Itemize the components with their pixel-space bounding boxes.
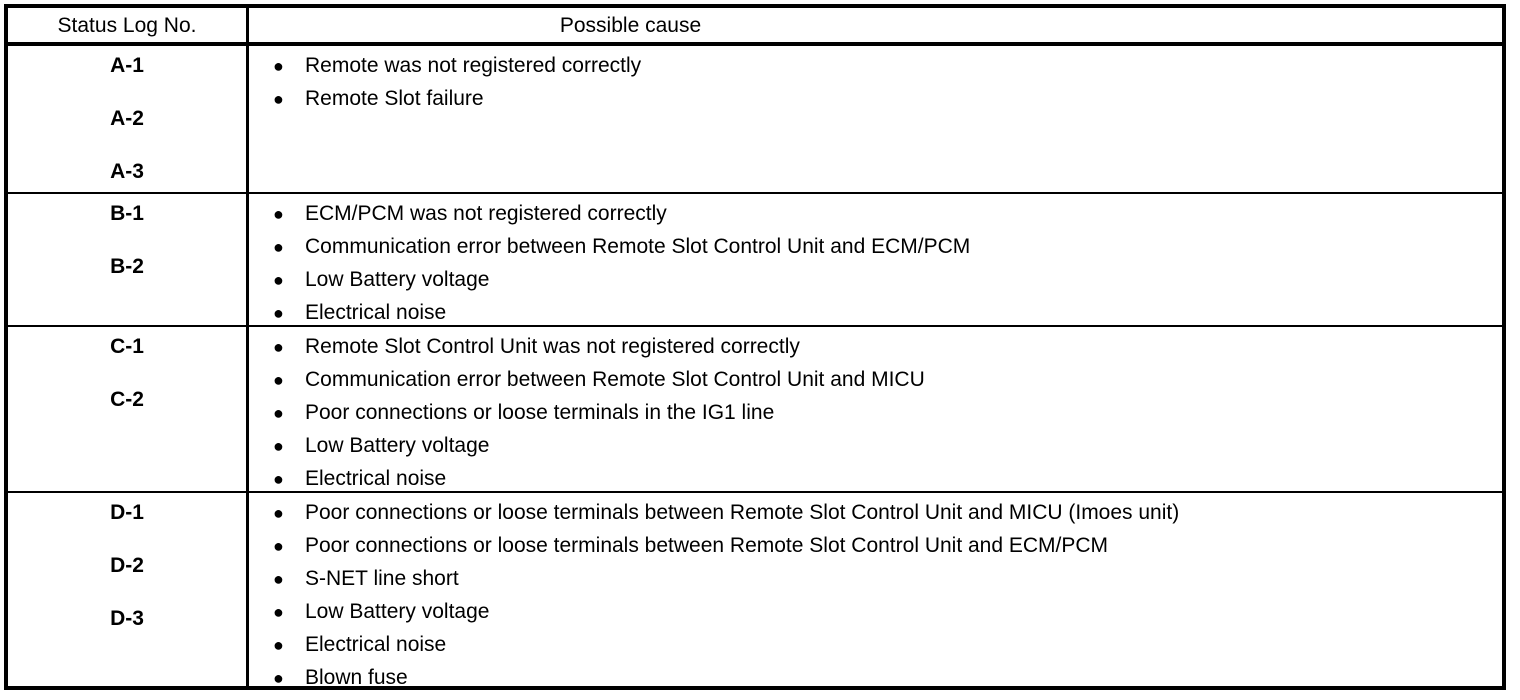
bullet-icon: ● <box>273 635 284 655</box>
bullet-icon: ● <box>273 270 284 290</box>
possible-cause-text: Remote Slot Control Unit was not registe… <box>305 335 800 358</box>
table-row: C-1 C-2 ● Remote Slot Control Unit was n… <box>8 327 1502 493</box>
status-code: A-1 <box>110 54 144 77</box>
table-row: A-1 A-2 A-3 ● Remote was not registered … <box>8 46 1502 194</box>
list-item: ● Remote Slot failure <box>271 87 1502 120</box>
status-code-list: B-1 B-2 <box>8 194 246 309</box>
bullet-icon: ● <box>273 668 284 688</box>
possible-cause-text: Poor connections or loose terminals in t… <box>305 401 775 424</box>
status-code: B-1 <box>110 202 144 225</box>
bullet-icon: ● <box>273 403 284 423</box>
list-item: ● Low Battery voltage <box>271 434 1502 467</box>
table-row: B-1 B-2 ● ECM/PCM was not registered cor… <box>8 194 1502 327</box>
possible-cause-list: ● ECM/PCM was not registered correctly ●… <box>249 194 1502 334</box>
status-code: A-3 <box>110 160 144 183</box>
list-item: ● Remote Slot Control Unit was not regis… <box>271 335 1502 368</box>
possible-cause-text: Poor connections or loose terminals betw… <box>305 534 1109 557</box>
status-code: C-1 <box>110 335 144 358</box>
bullet-icon: ● <box>273 303 284 323</box>
status-code: D-2 <box>110 554 144 577</box>
column-header-status-log-no-label: Status Log No. <box>57 13 197 37</box>
bullet-icon: ● <box>273 204 284 224</box>
table-row: D-1 D-2 D-3 ● Poor connections or loose … <box>8 493 1502 689</box>
bullet-icon: ● <box>273 469 284 489</box>
status-code: B-2 <box>110 255 144 278</box>
possible-cause-list: ● Poor connections or loose terminals be… <box>249 493 1502 699</box>
bullet-icon: ● <box>273 436 284 456</box>
possible-cause-text: Blown fuse <box>305 666 408 689</box>
status-code: A-2 <box>110 107 144 130</box>
list-item: ● Poor connections or loose terminals be… <box>271 534 1502 567</box>
list-item: ● Low Battery voltage <box>271 268 1502 301</box>
bullet-icon: ● <box>273 602 284 622</box>
possible-cause-text: Communication error between Remote Slot … <box>305 368 925 391</box>
possible-cause-cell: ● Remote Slot Control Unit was not regis… <box>249 327 1502 491</box>
column-header-possible-cause: Possible cause <box>249 8 1502 42</box>
status-code-list: A-1 A-2 A-3 <box>8 46 246 214</box>
list-item: ● Electrical noise <box>271 633 1502 666</box>
status-code-list: D-1 D-2 D-3 <box>8 493 246 661</box>
table-grid: Status Log No. Possible cause A-1 A-2 A-… <box>8 8 1502 689</box>
possible-cause-list: ● Remote Slot Control Unit was not regis… <box>249 327 1502 500</box>
status-code: C-2 <box>110 388 144 411</box>
bullet-icon: ● <box>273 237 284 257</box>
status-log-no-cell: D-1 D-2 D-3 <box>8 493 249 686</box>
list-item: ● Poor connections or loose terminals be… <box>271 501 1502 534</box>
possible-cause-text: Electrical noise <box>305 633 447 656</box>
possible-cause-text: Remote was not registered correctly <box>305 54 642 77</box>
table-header-row: Status Log No. Possible cause <box>8 8 1502 46</box>
bullet-icon: ● <box>273 56 284 76</box>
list-item: ● Communication error between Remote Slo… <box>271 235 1502 268</box>
bullet-icon: ● <box>273 89 284 109</box>
possible-cause-cell: ● Poor connections or loose terminals be… <box>249 493 1502 689</box>
list-item: ● Low Battery voltage <box>271 600 1502 633</box>
possible-cause-text: Low Battery voltage <box>305 434 490 457</box>
list-item: ● Blown fuse <box>271 666 1502 699</box>
status-log-no-cell: B-1 B-2 <box>8 194 249 325</box>
column-header-status-log-no: Status Log No. <box>8 8 249 42</box>
list-item: ● Electrical noise <box>271 301 1502 334</box>
status-code: D-1 <box>110 501 144 524</box>
possible-cause-text: Electrical noise <box>305 467 447 490</box>
list-item: ● ECM/PCM was not registered correctly <box>271 202 1502 235</box>
possible-cause-list: ● Remote was not registered correctly ● … <box>249 46 1502 120</box>
possible-cause-cell: ● ECM/PCM was not registered correctly ●… <box>249 194 1502 325</box>
possible-cause-text: Low Battery voltage <box>305 268 490 291</box>
bullet-icon: ● <box>273 370 284 390</box>
status-code: D-3 <box>110 607 144 630</box>
possible-cause-cell: ● Remote was not registered correctly ● … <box>249 46 1502 192</box>
list-item: ● Remote was not registered correctly <box>271 54 1502 87</box>
possible-cause-text: ECM/PCM was not registered correctly <box>305 202 667 225</box>
list-item: ● Communication error between Remote Slo… <box>271 368 1502 401</box>
possible-cause-text: Poor connections or loose terminals betw… <box>305 501 1180 524</box>
status-code-list: C-1 C-2 <box>8 327 246 442</box>
possible-cause-text: Low Battery voltage <box>305 600 490 623</box>
list-item: ● S-NET line short <box>271 567 1502 600</box>
status-log-table: Status Log No. Possible cause A-1 A-2 A-… <box>4 4 1506 690</box>
bullet-icon: ● <box>273 503 284 523</box>
bullet-icon: ● <box>273 536 284 556</box>
status-log-no-cell: A-1 A-2 A-3 <box>8 46 249 192</box>
possible-cause-text: Communication error between Remote Slot … <box>305 235 971 258</box>
column-header-possible-cause-label: Possible cause <box>559 13 702 37</box>
bullet-icon: ● <box>273 337 284 357</box>
list-item: ● Poor connections or loose terminals in… <box>271 401 1502 434</box>
possible-cause-text: Electrical noise <box>305 301 447 324</box>
bullet-icon: ● <box>273 569 284 589</box>
status-log-no-cell: C-1 C-2 <box>8 327 249 491</box>
possible-cause-text: Remote Slot failure <box>305 87 484 110</box>
possible-cause-text: S-NET line short <box>305 567 459 590</box>
list-item: ● Electrical noise <box>271 467 1502 500</box>
